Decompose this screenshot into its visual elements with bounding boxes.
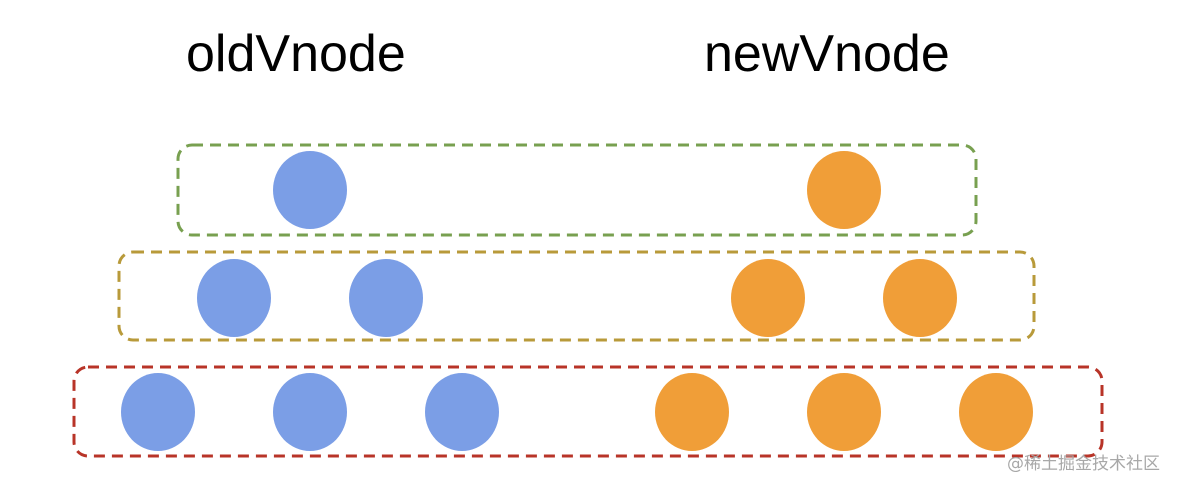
new-vnode-node	[731, 259, 805, 337]
new-vnode-node	[807, 373, 881, 451]
old-vnode-node	[121, 373, 195, 451]
old-vnode-node	[273, 373, 347, 451]
new-vnode-node	[883, 259, 957, 337]
new-vnode-node	[655, 373, 729, 451]
new-vnode-title: newVnode	[704, 25, 950, 83]
new-vnode-node	[959, 373, 1033, 451]
old-vnode-node	[197, 259, 271, 337]
watermark: @稀土掘金技术社区	[1007, 454, 1160, 474]
level-box-2	[117, 250, 1036, 342]
level-box-1	[176, 143, 978, 237]
level-box-3	[72, 365, 1104, 458]
old-vnode-title: oldVnode	[186, 25, 406, 83]
old-vnode-node	[425, 373, 499, 451]
new-vnode-node	[807, 151, 881, 229]
old-vnode-node	[349, 259, 423, 337]
old-vnode-node	[273, 151, 347, 229]
